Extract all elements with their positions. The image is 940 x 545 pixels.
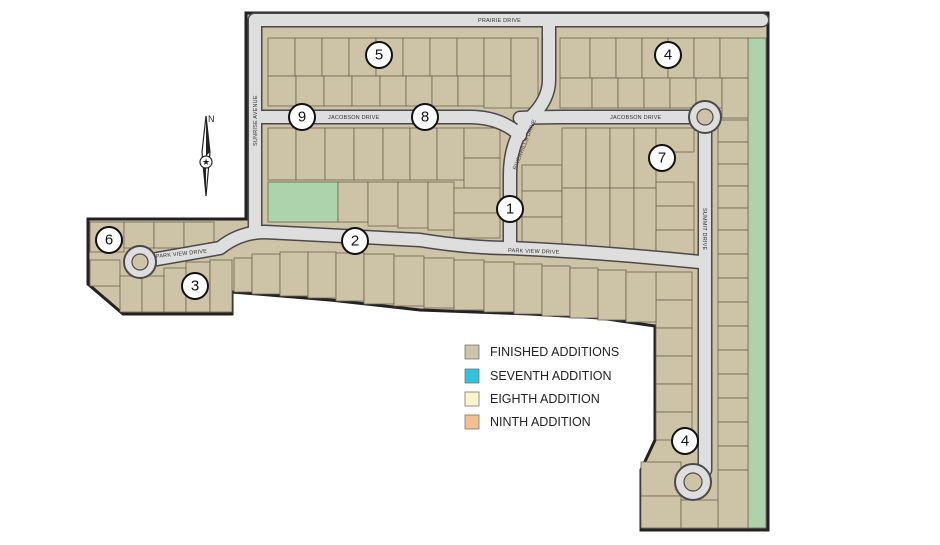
marker-3: 3 bbox=[181, 272, 209, 300]
summit-east-lots bbox=[717, 119, 749, 529]
marker-6: 6 bbox=[95, 226, 123, 254]
road-label-jacobson-drive-west: JACOBSON DRIVE bbox=[328, 115, 380, 121]
road-label-summit-drive: SUMMIT DRIVE bbox=[701, 208, 707, 250]
compass-north-label: N bbox=[208, 114, 215, 124]
marker-4-north: 4 bbox=[654, 41, 682, 69]
road-label-jacobson-drive-east: JACOBSON DRIVE bbox=[610, 115, 662, 121]
svg-text:★: ★ bbox=[202, 158, 210, 168]
legend-label-finished: FINISHED ADDITIONS bbox=[490, 345, 619, 359]
road-label-prairie-drive: PRAIRIE DRIVE bbox=[478, 18, 521, 24]
legend-label-eighth: EIGHTH ADDITION bbox=[490, 392, 600, 406]
marker-4-south-text: 4 bbox=[681, 433, 689, 450]
legend-swatch-finished bbox=[464, 344, 480, 360]
legend-swatch-seventh bbox=[464, 368, 480, 384]
road-label-park-view-drive-east: PARK VIEW DRIVE bbox=[508, 248, 560, 256]
marker-3-text: 3 bbox=[191, 278, 199, 295]
legend-swatch-eighth bbox=[464, 391, 480, 407]
block-4-north-lots bbox=[559, 37, 749, 119]
legend-swatch-ninth bbox=[464, 414, 480, 430]
compass-rose-icon: ★ N bbox=[199, 114, 215, 197]
road-network bbox=[123, 12, 770, 501]
block-9-8-lots bbox=[267, 127, 501, 239]
marker-7-text: 7 bbox=[658, 150, 666, 167]
marker-6-text: 6 bbox=[105, 232, 113, 249]
marker-5-text: 5 bbox=[375, 47, 383, 64]
open-space-east bbox=[747, 37, 767, 529]
block-5-lots bbox=[267, 37, 539, 109]
road-label-park-view-drive-west: PARK VIEW DRIVE bbox=[156, 249, 208, 260]
marker-4-south: 4 bbox=[671, 427, 699, 455]
marker-2-text: 2 bbox=[351, 233, 359, 250]
marker-9: 9 bbox=[288, 103, 316, 131]
legend-label-seventh: SEVENTH ADDITION bbox=[490, 369, 612, 383]
marker-9-text: 9 bbox=[298, 109, 306, 126]
marker-8-text: 8 bbox=[421, 109, 429, 126]
marker-4-north-text: 4 bbox=[664, 47, 672, 64]
marker-8: 8 bbox=[411, 103, 439, 131]
marker-1-text: 1 bbox=[506, 201, 514, 218]
marker-2: 2 bbox=[341, 227, 369, 255]
marker-5: 5 bbox=[365, 41, 393, 69]
marker-1: 1 bbox=[496, 195, 524, 223]
open-space-park bbox=[267, 181, 339, 223]
marker-7: 7 bbox=[648, 144, 676, 172]
legend: FINISHED ADDITIONS SEVENTH ADDITION EIGH… bbox=[464, 344, 619, 430]
road-label-sunrise-avenue: SUNRISE AVENUE bbox=[253, 95, 259, 146]
legend-label-ninth: NINTH ADDITION bbox=[490, 415, 591, 429]
park-view-south-lots bbox=[89, 221, 657, 323]
